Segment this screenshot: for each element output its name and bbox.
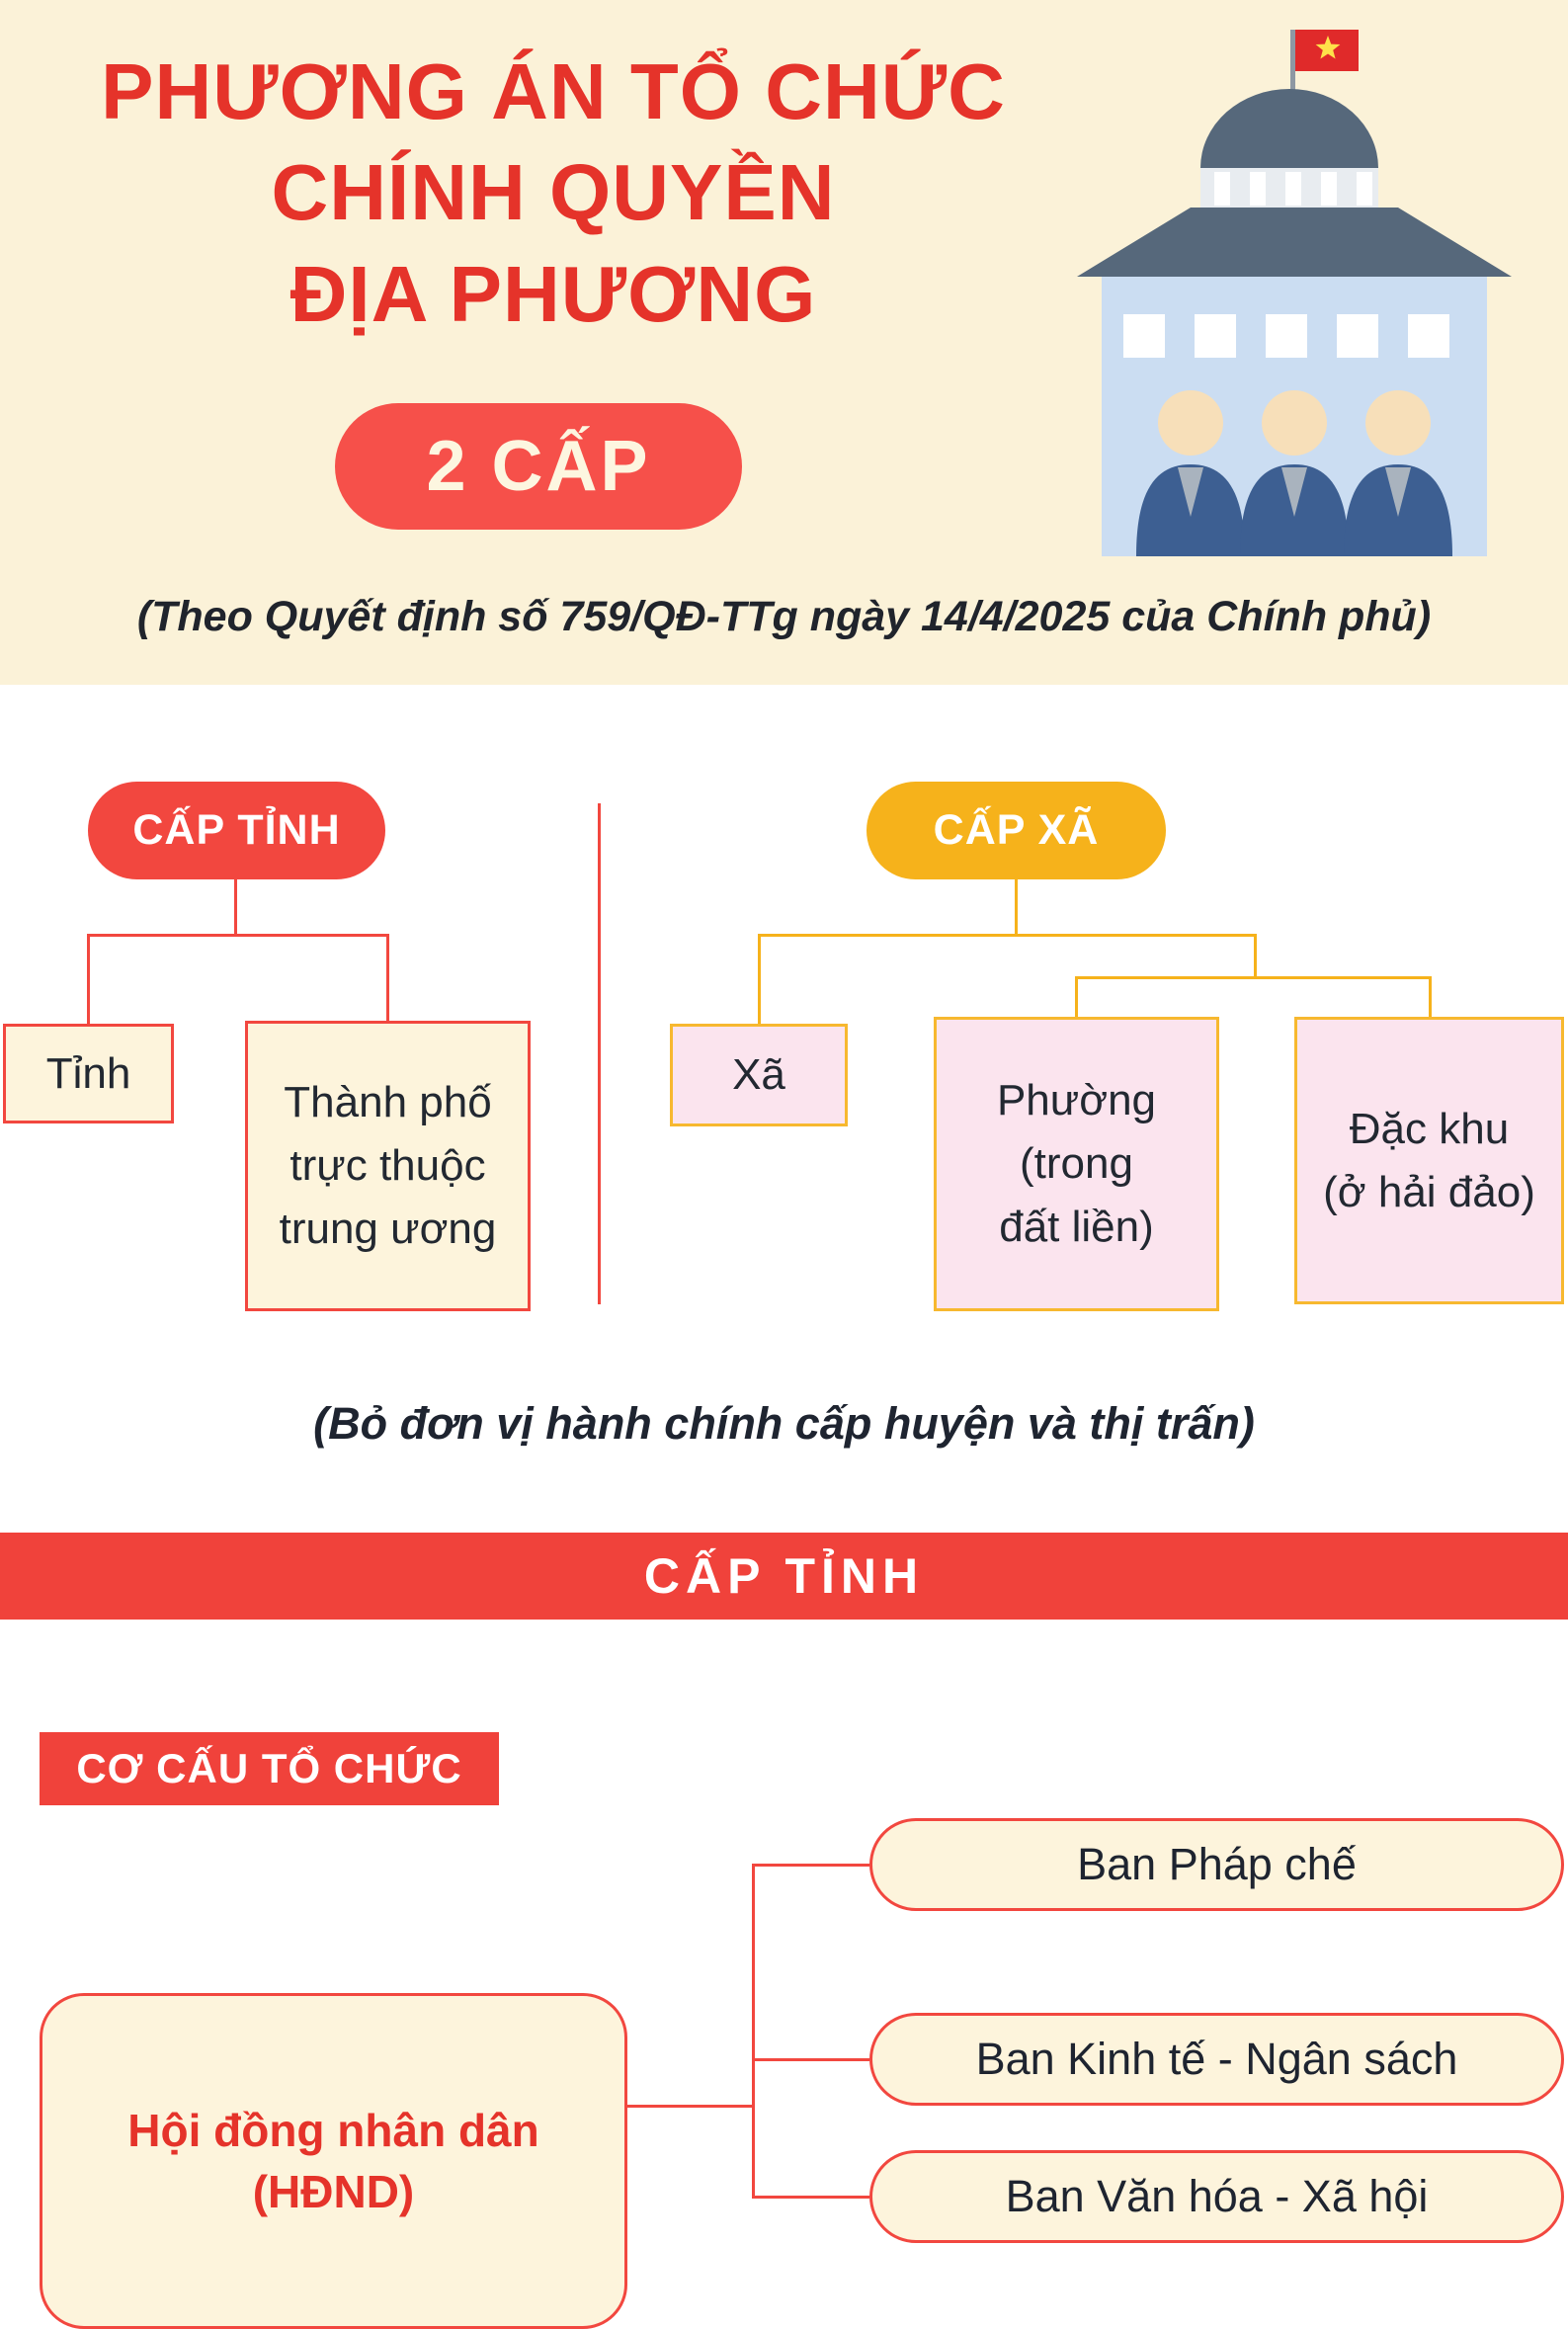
dome [1200, 89, 1378, 168]
board-pill-kinh-te: Ban Kinh tế - Ngân sách [869, 2013, 1564, 2106]
commune-level-pill: CẤP XÃ [867, 782, 1166, 879]
note-removed-units: (Bỏ đơn vị hành chính cấp huyện và thị t… [313, 1398, 1255, 1449]
connector-line [627, 2105, 753, 2108]
government-building-icon [1042, 18, 1546, 556]
connector-line [752, 2058, 869, 2061]
connector-line [1254, 934, 1257, 978]
page-title: PHƯƠNG ÁN TỔ CHỨC CHÍNH QUYỀN ĐỊA PHƯƠNG [101, 47, 1006, 338]
board-pill-van-hoa: Ban Văn hóa - Xã hội [869, 2150, 1564, 2243]
person-icon [1240, 390, 1349, 556]
council-box: Hội đồng nhân dân (HĐND) [40, 1993, 627, 2329]
person-icon [1136, 390, 1245, 556]
two-level-badge: 2 CẤP [335, 403, 742, 530]
connector-line [234, 879, 237, 936]
province-section-banner: CẤP TỈNH [0, 1533, 1568, 1620]
connector-line [758, 934, 1257, 937]
province-level-pill: CẤP TỈNH [88, 782, 385, 879]
group-divider [598, 803, 601, 1304]
connector-line [87, 934, 90, 1024]
connector-line [752, 2196, 869, 2199]
connector-line [758, 934, 761, 1024]
unit-box-phuong: Phường (trong đất liền) [934, 1017, 1219, 1311]
unit-box-xa: Xã [670, 1024, 848, 1126]
unit-box-tinh: Tỉnh [3, 1024, 174, 1123]
header-section: PHƯƠNG ÁN TỔ CHỨC CHÍNH QUYỀN ĐỊA PHƯƠNG… [0, 0, 1568, 685]
connector-line [1015, 879, 1018, 936]
connector-line [87, 934, 389, 937]
connector-line [1075, 976, 1078, 1017]
decision-reference: (Theo Quyết định số 759/QĐ-TTg ngày 14/4… [136, 593, 1432, 640]
connector-line [386, 934, 389, 1021]
connector-line [752, 1864, 869, 1867]
pillar-band [1200, 168, 1378, 208]
person-icon [1344, 390, 1452, 556]
roof [1077, 208, 1512, 277]
connector-line [1075, 976, 1432, 979]
connector-line [1429, 976, 1432, 1017]
flag-icon [1295, 30, 1359, 71]
connector-line [752, 1865, 755, 2199]
org-structure-label: CƠ CẤU TỔ CHỨC [40, 1732, 499, 1805]
board-pill-phap-che: Ban Pháp chế [869, 1818, 1564, 1911]
window-row [1123, 314, 1449, 358]
government-building-icon [1077, 30, 1512, 556]
unit-box-dac-khu: Đặc khu (ở hải đảo) [1294, 1017, 1564, 1304]
unit-box-thanh-pho: Thành phố trực thuộc trung ương [245, 1021, 531, 1311]
